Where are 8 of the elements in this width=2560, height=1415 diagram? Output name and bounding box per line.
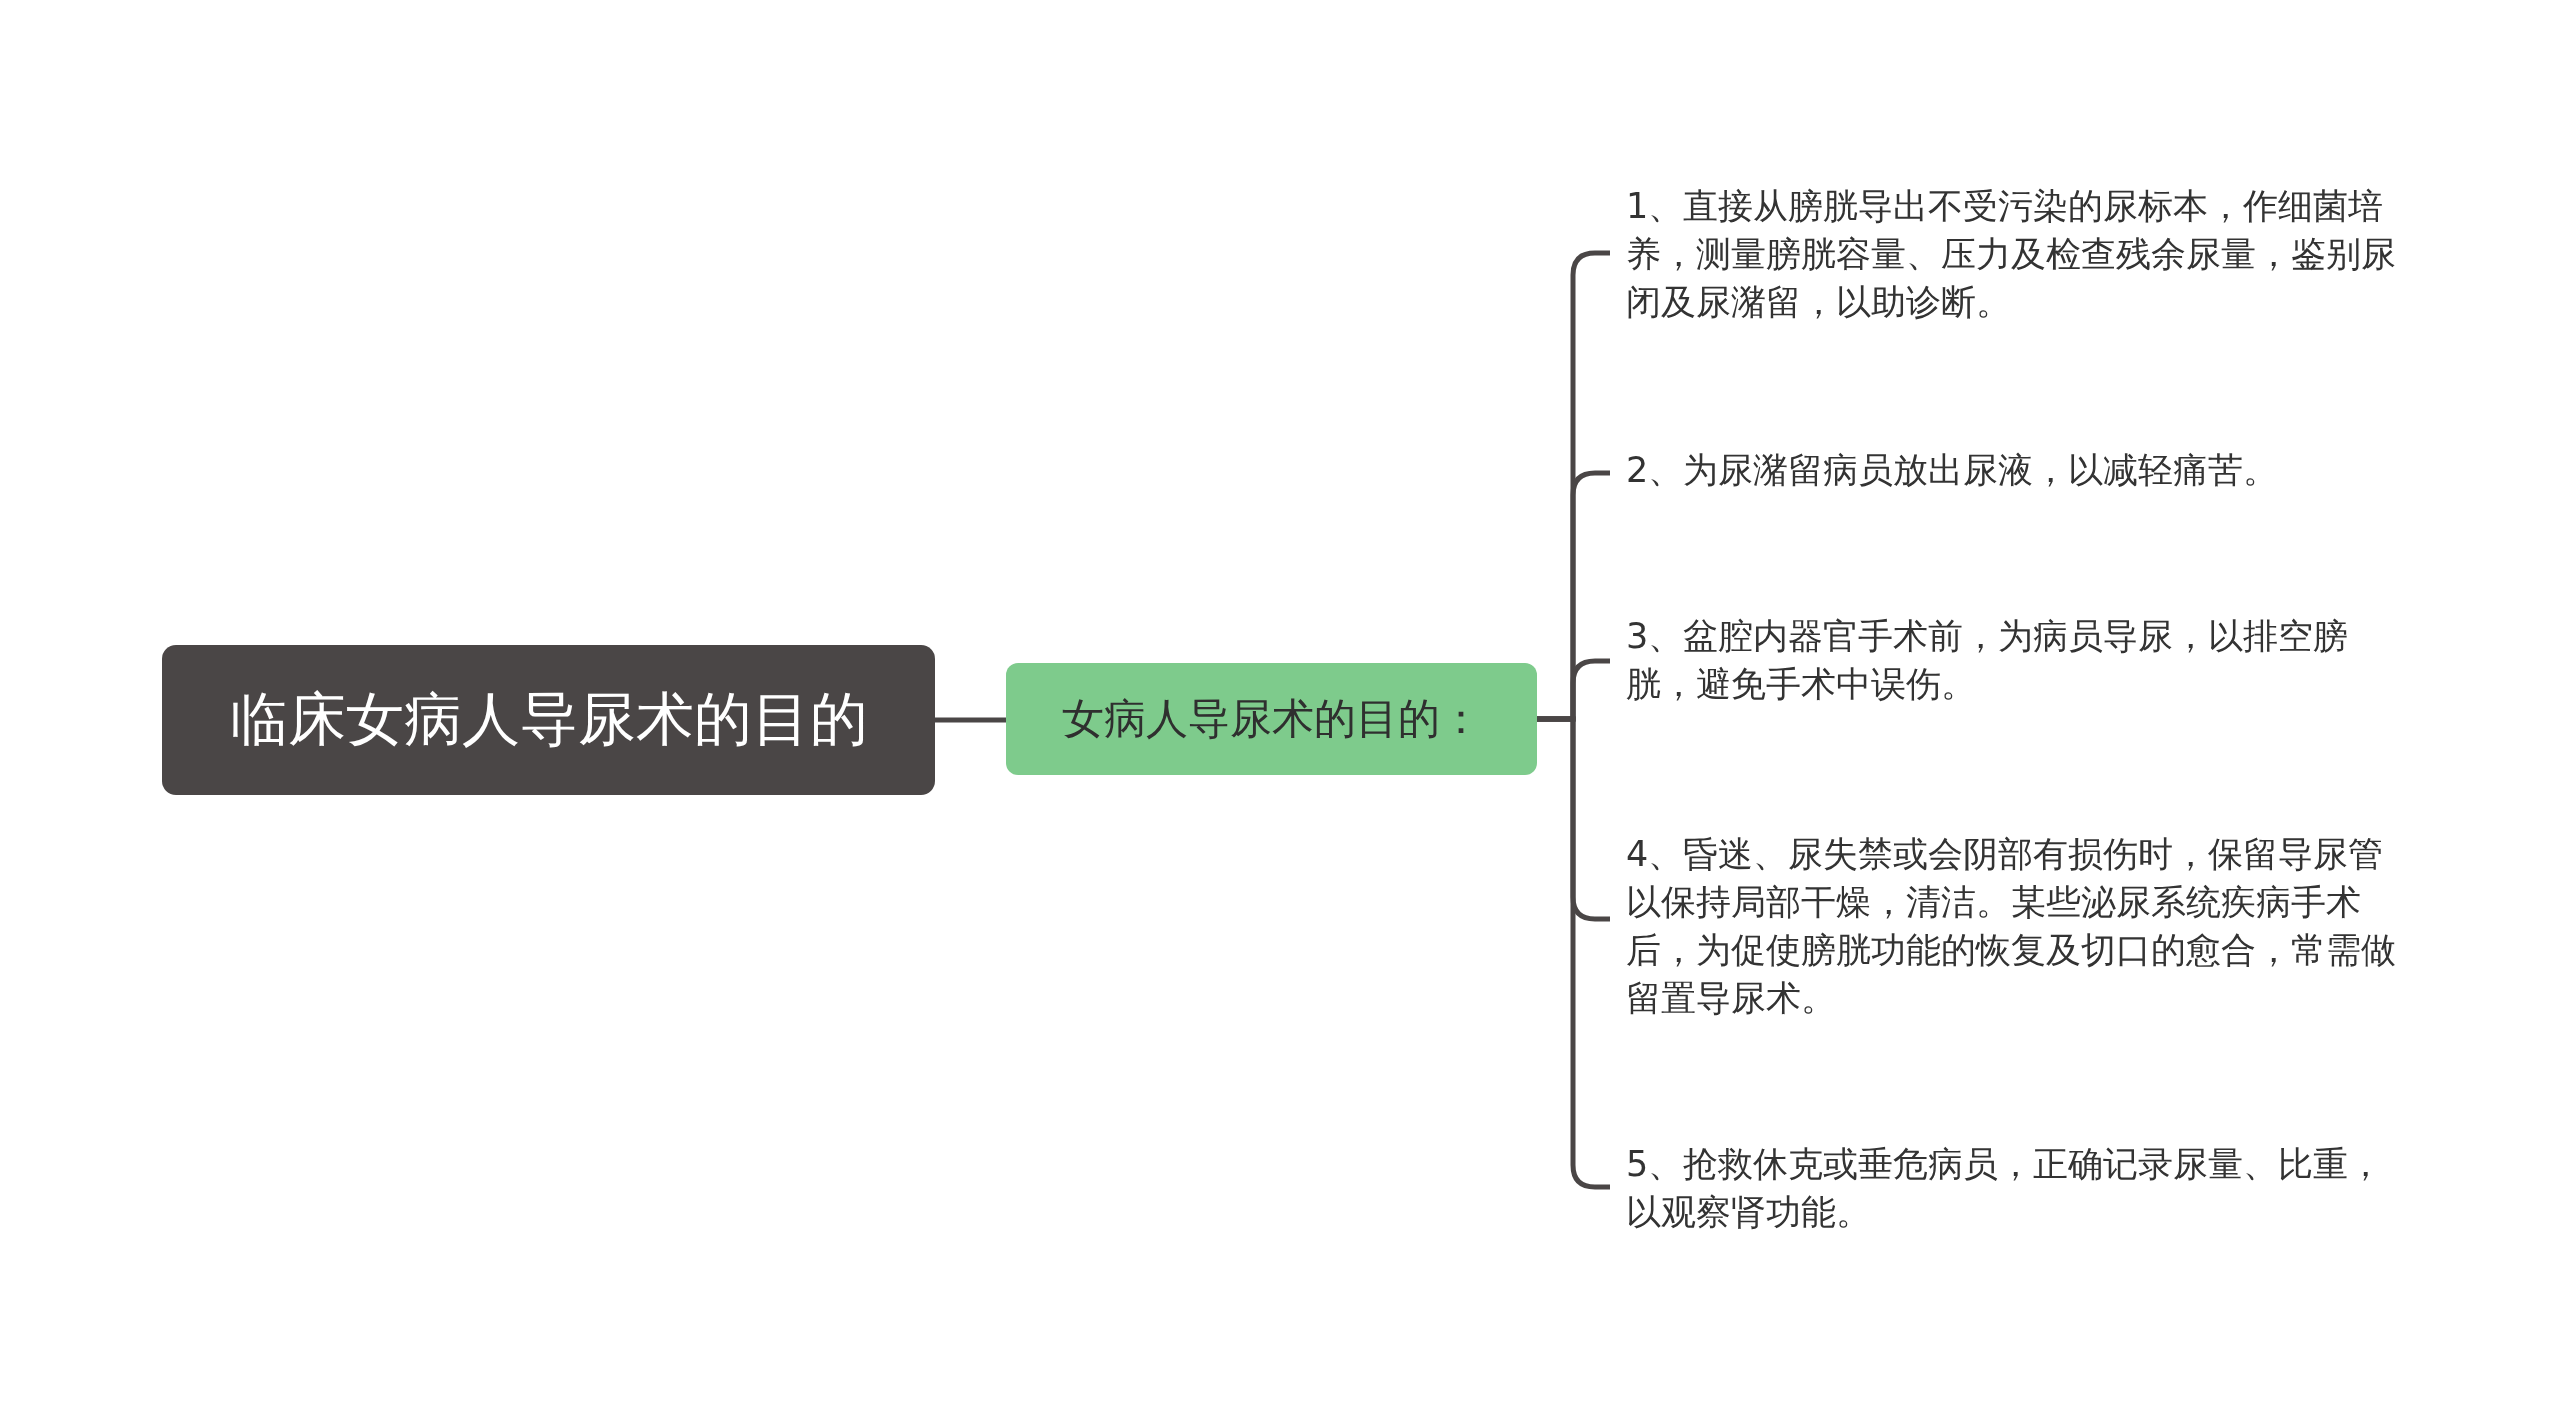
branch-text: 4、昏迷、尿失禁或会阴部有损伤时，保留导尿管以保持局部干燥，清洁。某些泌尿系统疾病手术后，为促使膀胱功能的恢复及切口的愈合，常需做留置导尿术。 xyxy=(1610,830,2410,1022)
connector-line xyxy=(935,717,1006,723)
subtopic-box: 女病人导尿术的目的： xyxy=(1006,663,1537,775)
branch-text: 2、为尿潴留病员放出尿液，以减轻痛苦。 xyxy=(1610,446,2410,494)
branch-text: 5、抢救休克或垂危病员，正确记录尿量、比重，以观察肾功能。 xyxy=(1610,1140,2410,1236)
topic-box: 临床女病人导尿术的目的 xyxy=(162,645,935,795)
branch-text: 1、直接从膀胱导出不受污染的尿标本，作细菌培养，测量膀胱容量、压力及检查残余尿量，鉴别尿闭及尿潴留，以助诊断。 xyxy=(1610,182,2410,326)
branch-text: 3、盆腔内器官手术前，为病员导尿，以排空膀胱，避免手术中误伤。 xyxy=(1610,612,2410,708)
